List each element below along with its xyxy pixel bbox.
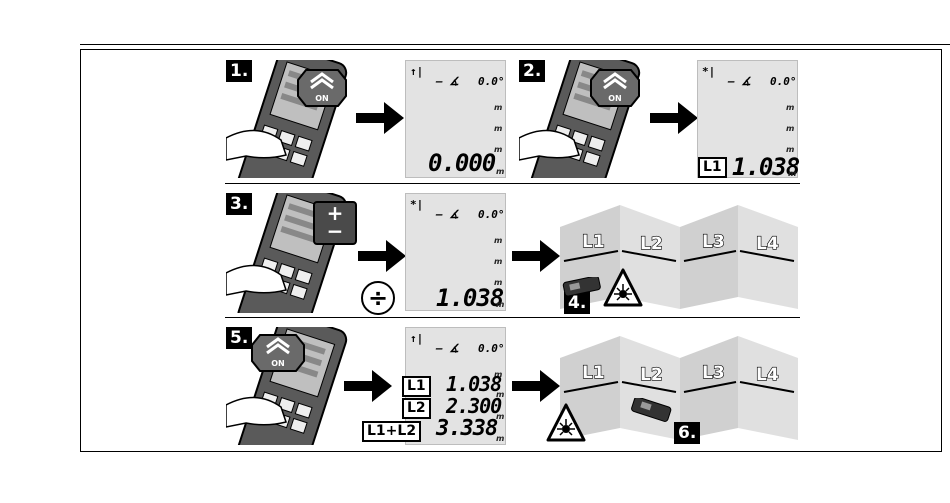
angle-icon: — ∡ [436, 208, 459, 221]
row-value-l1: 1.038 [446, 372, 501, 396]
row-label-sum: L1+L2 [362, 421, 421, 442]
unit-label: m [494, 124, 502, 133]
wall-label-l4: L4 [756, 234, 779, 254]
device-panel-3: 3. + − [226, 193, 358, 313]
figure-frame [80, 49, 942, 452]
step-number-5: 5. [226, 327, 252, 349]
step-number-2: 2. [519, 60, 545, 82]
step-number-1: 1. [226, 60, 252, 82]
wall-label-l1: L1 [582, 232, 605, 252]
arrow-icon [650, 102, 698, 134]
arrow-icon [358, 240, 406, 272]
arrow-icon [344, 370, 392, 402]
level-icon: *| [410, 198, 423, 211]
device-panel-2: 2. ON [519, 60, 644, 178]
row-value-l2: 2.300 [446, 394, 501, 418]
measurement-label-l1: L1 [698, 157, 727, 178]
unit-label: m [788, 169, 796, 178]
wall-label-l2: L2 [640, 234, 663, 254]
distance-reading: 0.000 [428, 149, 495, 177]
on-label: ON [250, 359, 306, 368]
step-number-3: 3. [226, 193, 252, 215]
row-label-l1: L1 [402, 376, 431, 397]
on-label: ON [296, 94, 348, 103]
arrow-icon [356, 102, 404, 134]
on-label: ON [589, 94, 641, 103]
arrow-icon [512, 240, 560, 272]
distance-reading: 1.038 [436, 284, 503, 312]
divide-sign: ÷ [368, 284, 388, 312]
unit-label: m [786, 124, 794, 133]
angle-reading: 0.0° [478, 342, 505, 355]
row-label-l2: L2 [402, 398, 431, 419]
header-rule [80, 44, 950, 45]
unit-label: m [496, 300, 504, 309]
angle-icon: — ∡ [728, 75, 751, 88]
row-separator-1 [225, 183, 800, 184]
level-icon: ↑| [410, 65, 423, 78]
angle-reading: 0.0° [478, 75, 505, 88]
plus-minus-button[interactable]: + − [313, 201, 357, 245]
unit-label: m [496, 434, 504, 443]
angle-reading: 0.0° [770, 75, 797, 88]
wall-label-l4: L4 [756, 365, 779, 385]
minus-sign: − [315, 219, 355, 243]
level-icon: *| [702, 65, 715, 78]
lcd-display-1: ↑| — ∡ 0.0° m m m 0.000 m [405, 60, 506, 178]
rangefinder-icon [630, 398, 674, 422]
row-value-sum: 3.338 [436, 416, 497, 441]
divide-icon: ÷ [361, 281, 395, 315]
unit-label: m [494, 236, 502, 245]
device-panel-1: 1. ON [226, 60, 351, 178]
wall-label-l3: L3 [702, 363, 725, 383]
wall-label-l2: L2 [640, 365, 663, 385]
device-panel-5: 5. ON [226, 327, 351, 445]
level-icon: ↑| [410, 332, 423, 345]
on-button[interactable]: ON [589, 68, 641, 108]
angle-icon: — ∡ [436, 75, 459, 88]
row-separator-2 [225, 317, 800, 318]
laser-warning-icon [603, 268, 643, 308]
unit-label: m [496, 167, 504, 176]
rangefinder-icon [562, 277, 602, 297]
on-button[interactable]: ON [296, 68, 348, 108]
angle-reading: 0.0° [478, 208, 505, 221]
unit-label: m [494, 145, 502, 154]
step-number-6: 6. [674, 422, 700, 444]
lcd-display-3: *| — ∡ 0.0° m m m 1.038 m [405, 193, 506, 311]
on-button[interactable]: ON [250, 333, 306, 373]
wall-label-l3: L3 [702, 232, 725, 252]
angle-icon: — ∡ [436, 342, 459, 355]
laser-warning-icon [546, 403, 586, 443]
unit-label: m [786, 103, 794, 112]
unit-label: m [494, 257, 502, 266]
wall-label-l1: L1 [582, 363, 605, 383]
unit-label: m [494, 103, 502, 112]
arrow-icon [512, 370, 560, 402]
